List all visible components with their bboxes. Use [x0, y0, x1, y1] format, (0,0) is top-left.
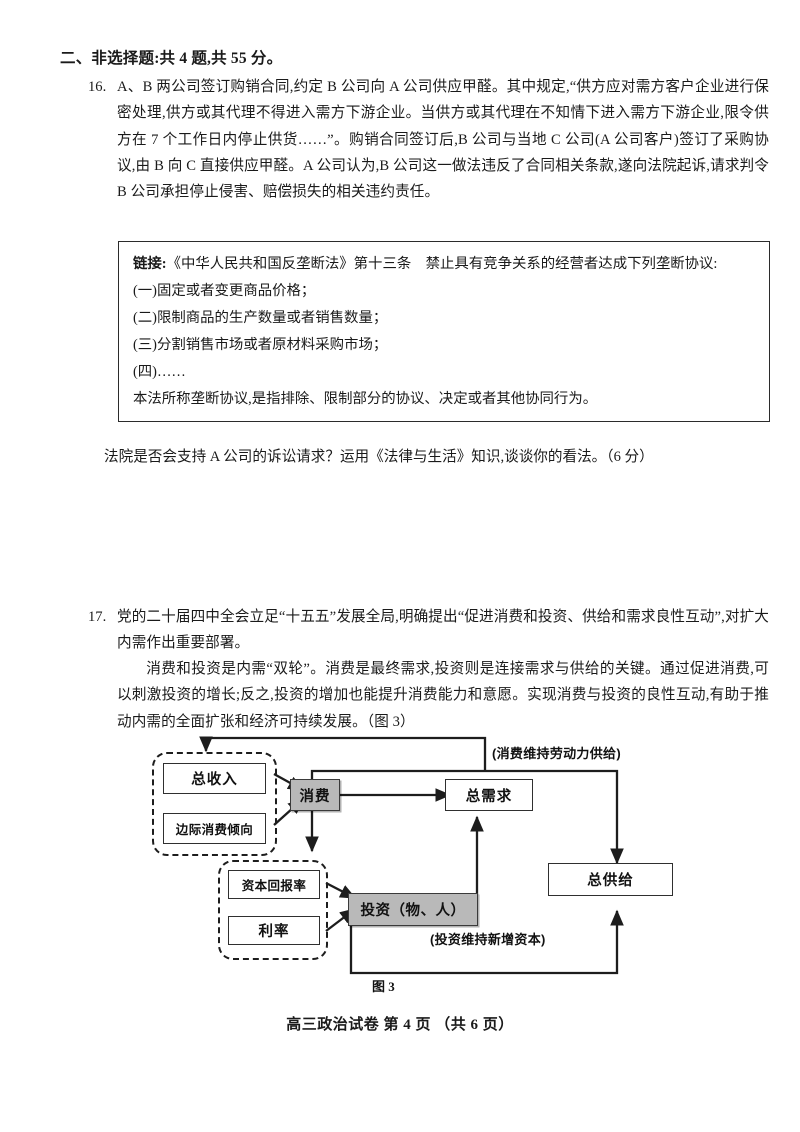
node-interest-rate: 利率 — [228, 916, 320, 945]
arrow-supply-to-income — [199, 736, 487, 771]
question-17-number: 17. — [88, 609, 107, 625]
capital-group-dashed-border — [218, 860, 328, 960]
link-box-law-text: 《中华人民共和国反垄断法》第十三条 禁止具有竞争关系的经营者达成下列垄断协议: — [166, 256, 718, 272]
link-reference-box: 链接:《中华人民共和国反垄断法》第十三条 禁止具有竞争关系的经营者达成下列垄断协… — [118, 241, 770, 422]
node-investment: 投资（物、人） — [348, 893, 478, 926]
figure-3-diagram: 总收入 边际消费倾向 消费 总需求 总供给 资本回报率 利率 投资（物、人） — [140, 733, 680, 998]
question-17-paragraph-1: 党的二十届四中全会立足“十五五”发展全局,明确提出“促进消费和投资、供给和需求良… — [117, 609, 769, 652]
link-box-closing: 本法所称垄断协议,是指排除、限制部分的协议、决定或者其他协同行为。 — [133, 391, 598, 407]
link-box-item-4: (四)…… — [133, 364, 186, 380]
question-16-prompt: 法院是否会支持 A 公司的诉讼请求？运用《法律与生活》知识,谈谈你的看法。（6 … — [104, 449, 654, 465]
annotation-labor-supply: (消费维持劳动力供给) — [492, 746, 621, 761]
arrow-investment-to-supply — [349, 909, 624, 975]
link-box-item-1: (一)固定或者变更商品价格； — [133, 283, 316, 299]
question-16-body: A、B 两公司签订购销合同,约定 B 公司向 A 公司供应甲醛。其中规定,“供方… — [117, 79, 769, 201]
node-aggregate-demand: 总需求 — [445, 779, 533, 811]
link-box-first-line: 链接:《中华人民共和国反垄断法》第十三条 禁止具有竞争关系的经营者达成下列垄断协… — [133, 251, 755, 278]
annotation-new-capital: (投资维持新增资本) — [430, 932, 546, 947]
node-capital-return-rate: 资本回报率 — [228, 870, 320, 899]
node-consumption: 消费 — [290, 779, 340, 811]
page-footer: 高三政治试卷 第 4 页 （共 6 页） — [286, 1017, 514, 1033]
link-box-item-2: (二)限制商品的生产数量或者销售数量； — [133, 310, 388, 326]
node-total-income: 总收入 — [163, 763, 266, 794]
arrow-consumption-to-supply — [485, 769, 624, 865]
link-box-label: 链接: — [133, 256, 167, 272]
node-marginal-propensity: 边际消费倾向 — [163, 813, 266, 844]
section-heading: 二、非选择题:共 4 题,共 55 分。 — [60, 50, 283, 67]
figure-caption: 图 3 — [372, 979, 395, 994]
question-17-paragraph-2: 消费和投资是内需“双轮”。消费是最终需求,投资则是连接需求与供给的关键。通过促进… — [117, 661, 769, 730]
question-16-number: 16. — [88, 79, 107, 95]
link-box-item-3: (三)分割销售市场或者原材料采购市场； — [133, 337, 388, 353]
income-group-dashed-border — [152, 752, 277, 856]
node-aggregate-supply: 总供给 — [548, 863, 673, 896]
